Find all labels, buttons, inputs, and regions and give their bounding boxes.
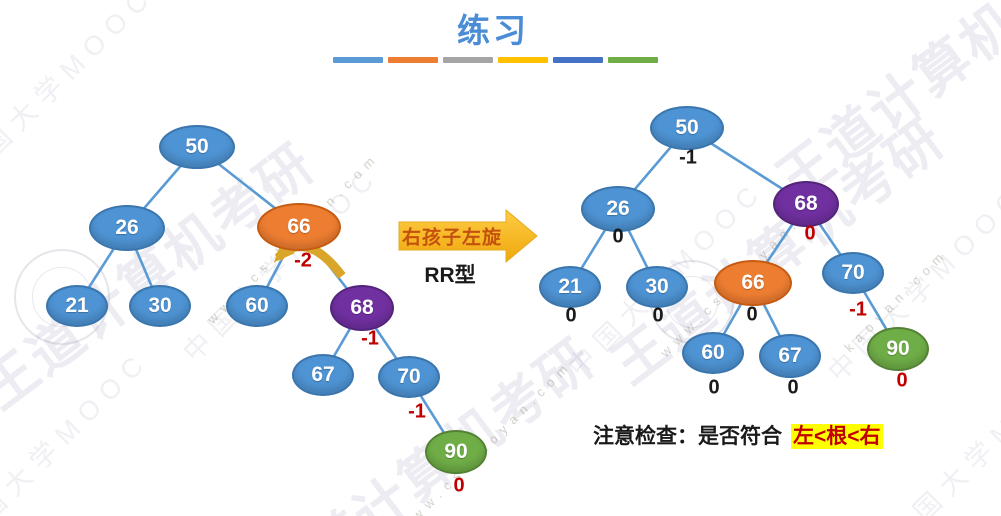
tree-node-26: 26 — [89, 205, 165, 251]
legend-bar — [388, 57, 438, 63]
tree-node-21: 21 — [46, 285, 108, 327]
check-note-text: 注意检查：是否符合 — [593, 425, 782, 448]
check-note-highlight: 左<根<右 — [791, 424, 883, 449]
balance-factor: -1 — [361, 327, 379, 350]
legend-bar — [333, 57, 383, 63]
tree-node-68: 68 — [330, 285, 394, 331]
balance-factor: 0 — [746, 303, 758, 326]
page-title: 练习 — [457, 12, 529, 49]
balance-factor: -1 — [408, 400, 426, 423]
tree-node-90: 90 — [425, 430, 487, 474]
tree-node-90: 90 — [867, 327, 929, 371]
balance-factor: 0 — [453, 474, 465, 497]
balance-factor: -1 — [679, 146, 697, 169]
transform-arrow-label: 右孩子左旋 — [401, 227, 503, 249]
legend-bar — [553, 57, 603, 63]
tree-node-50: 50 — [159, 125, 235, 169]
tree-node-26: 26 — [581, 186, 655, 232]
balance-factor: -2 — [294, 249, 312, 272]
balance-factor: 0 — [565, 304, 577, 327]
tree-node-60: 60 — [226, 285, 288, 327]
balance-factor: 0 — [896, 369, 908, 392]
check-note: 注意检查：是否符合左<根<右 — [593, 420, 883, 450]
tree-node-70: 70 — [378, 356, 440, 398]
tree-node-70: 70 — [822, 252, 884, 294]
balance-factor: 0 — [708, 376, 720, 399]
tree-node-68: 68 — [773, 181, 839, 227]
legend-bar — [443, 57, 493, 63]
balance-factor: 0 — [787, 376, 799, 399]
balance-factor: 0 — [804, 222, 816, 245]
tree-node-66: 66 — [257, 203, 341, 251]
legend-bar — [498, 57, 548, 63]
rotation-type-label: RR型 — [424, 264, 476, 287]
legend-bar — [608, 57, 658, 63]
tree-node-60: 60 — [682, 332, 744, 374]
balance-factor: 0 — [652, 304, 664, 327]
transform-arrow-shape — [398, 208, 538, 264]
tree-node-30: 30 — [626, 266, 688, 308]
tree-node-50: 50 — [650, 106, 724, 150]
tree-node-66: 66 — [714, 260, 792, 306]
legend-color-bars — [333, 57, 658, 63]
tree-node-30: 30 — [129, 285, 191, 327]
tree-node-67: 67 — [292, 354, 354, 396]
balance-factor: 0 — [612, 225, 624, 248]
tree-node-21: 21 — [539, 266, 601, 308]
tree-node-67: 67 — [759, 334, 821, 378]
balance-factor: -1 — [849, 298, 867, 321]
